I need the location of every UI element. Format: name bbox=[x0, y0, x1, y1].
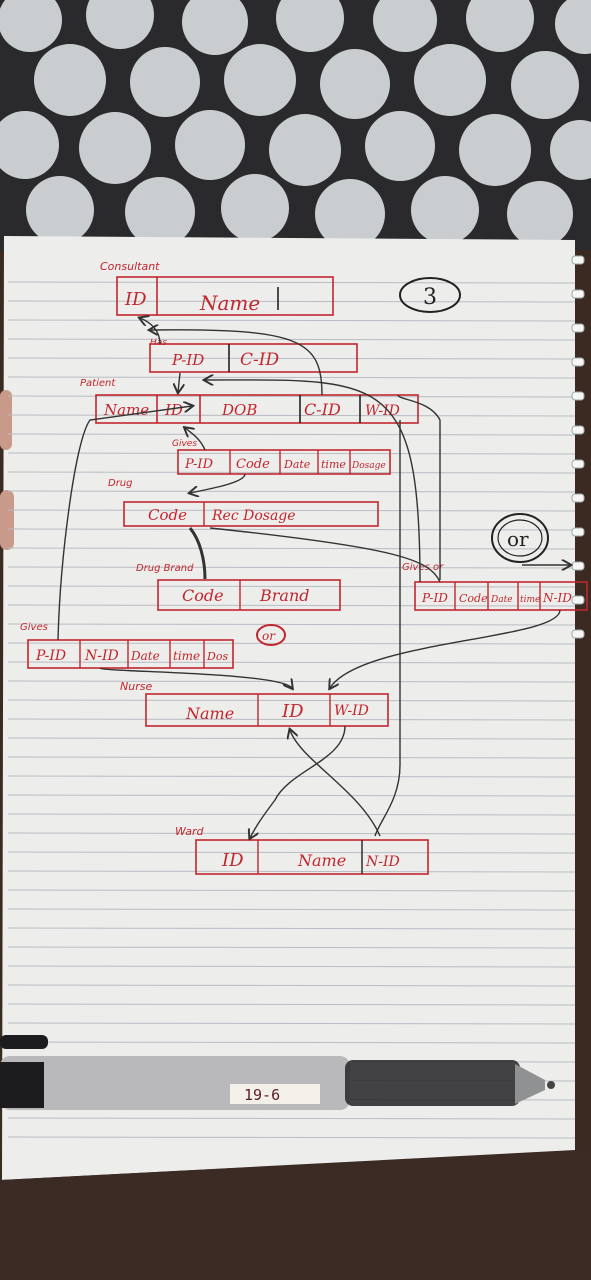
table-title-gives-2: Gives bbox=[20, 622, 48, 633]
field-gives1-code: Code bbox=[236, 457, 270, 472]
table-consultant: Consultant ID Name bbox=[100, 260, 334, 316]
or-annotation-small: or bbox=[256, 624, 286, 646]
table-title-nurse: Nurse bbox=[120, 680, 152, 693]
spiral-binding bbox=[571, 255, 585, 639]
relationship-arrows bbox=[57, 318, 570, 838]
field-join-cid: C-ID bbox=[240, 350, 279, 370]
table-title-patient: Patient bbox=[80, 378, 116, 389]
field-nurse-name: Name bbox=[185, 704, 234, 723]
field-nurse-id: ID bbox=[281, 701, 304, 722]
field-ward-name: Name bbox=[297, 851, 346, 870]
field-drug-recdosage: Rec Dosage bbox=[211, 508, 296, 524]
table-nurse: Nurse Name ID W-ID bbox=[120, 680, 389, 727]
pen-label: 19-6 bbox=[244, 1086, 280, 1104]
field-gives3-date: Date bbox=[490, 595, 513, 605]
field-consultant-name: Name bbox=[199, 291, 260, 315]
field-drugbrand-code: Code bbox=[182, 586, 224, 605]
table-title-gives-3: Gives or bbox=[402, 562, 444, 573]
field-ward-nid: N-ID bbox=[365, 854, 400, 870]
table-title-consultant: Consultant bbox=[100, 260, 160, 273]
field-gives3-pid: P-ID bbox=[421, 591, 448, 605]
field-patient-cid: C-ID bbox=[304, 400, 341, 419]
field-gives3-code: Code bbox=[459, 592, 488, 605]
carpet-background bbox=[0, 0, 591, 250]
or-annotation-large: or bbox=[491, 513, 549, 563]
field-gives3-nid: N-ID bbox=[542, 591, 572, 605]
field-join-pid: P-ID bbox=[171, 351, 204, 369]
field-gives2-pid: P-ID bbox=[35, 648, 66, 664]
table-drug: Drug Code Rec Dosage bbox=[108, 478, 379, 527]
table-ward: Ward ID Name N-ID bbox=[175, 825, 429, 875]
field-gives1-pid: P-ID bbox=[184, 457, 214, 472]
table-title-drug-brand: Drug Brand bbox=[136, 563, 194, 574]
field-gives2-nid: N-ID bbox=[84, 648, 119, 664]
field-gives1-time: time bbox=[321, 458, 346, 471]
field-gives1-dosage: Dosage bbox=[351, 461, 386, 471]
field-gives3-time: time bbox=[520, 595, 540, 605]
or-text-small: or bbox=[262, 629, 276, 643]
table-drug-brand: Drug Brand Code Brand bbox=[136, 563, 341, 611]
table-title-drug: Drug bbox=[108, 478, 133, 489]
field-ward-id: ID bbox=[221, 850, 244, 871]
or-text-large: or bbox=[507, 527, 529, 551]
page-number: 3 bbox=[423, 285, 437, 310]
field-patient-dob: DOB bbox=[221, 401, 257, 419]
field-nurse-wid: W-ID bbox=[334, 703, 369, 719]
page-number-badge: 3 bbox=[399, 277, 461, 313]
table-title-gives-1: Gives bbox=[172, 439, 197, 449]
table-title-ward: Ward bbox=[175, 825, 205, 838]
field-drugbrand-brand: Brand bbox=[259, 586, 310, 605]
field-consultant-id: ID bbox=[124, 289, 147, 310]
table-gives-2: Gives P-ID N-ID Date time Dos bbox=[20, 622, 234, 669]
field-drug-code: Code bbox=[148, 506, 187, 524]
table-gives-3: Gives or P-ID Code Date time N-ID bbox=[402, 562, 588, 611]
table-join-pid-cid: Has P-ID C-ID bbox=[149, 338, 358, 373]
table-gives-1: Gives P-ID Code Date time Dosage bbox=[172, 439, 391, 475]
field-patient-name: Name bbox=[103, 401, 149, 419]
field-gives2-date: Date bbox=[130, 649, 160, 663]
field-gives2-dos: Dos bbox=[206, 650, 228, 663]
pen-object: 19-6 bbox=[0, 1035, 555, 1110]
field-patient-id: ID bbox=[164, 401, 183, 419]
table-title-join: Has bbox=[150, 338, 167, 348]
field-gives1-date: Date bbox=[283, 458, 311, 471]
field-gives2-time: time bbox=[173, 649, 200, 663]
